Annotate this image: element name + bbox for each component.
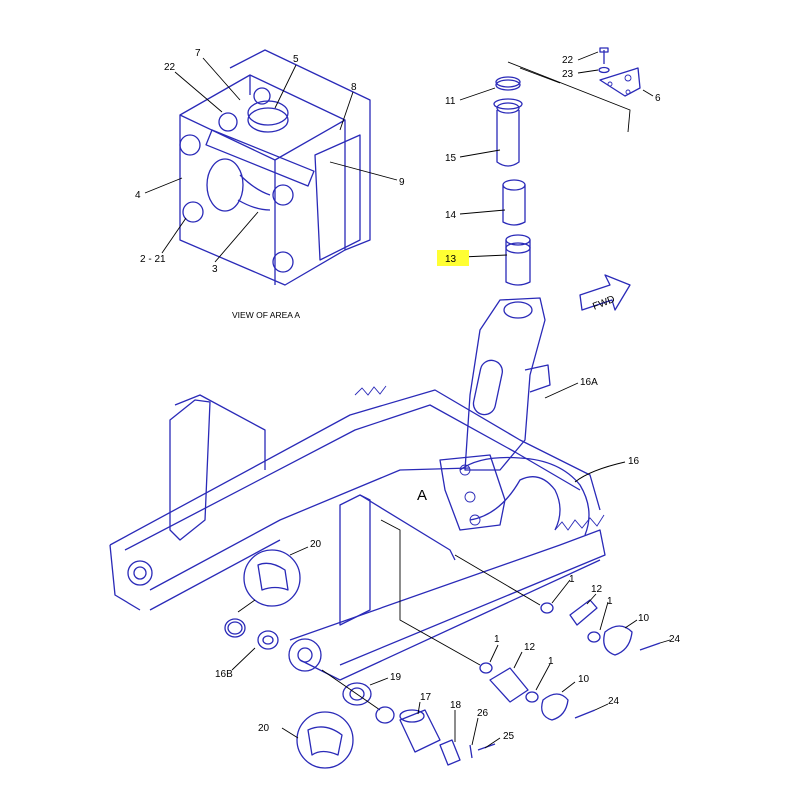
callout-8[interactable]: 8 [351, 82, 357, 93]
callout-22-plate[interactable]: 22 [562, 55, 574, 66]
callout-20-top[interactable]: 20 [310, 539, 322, 550]
view-caption: VIEW OF AREA A [232, 310, 300, 320]
callout-26[interactable]: 26 [477, 708, 489, 719]
callout-25[interactable]: 25 [503, 731, 515, 742]
callout-16a[interactable]: 16A [580, 377, 598, 388]
callout-12-b[interactable]: 12 [524, 642, 536, 653]
callout-4[interactable]: 4 [135, 190, 141, 201]
callout-13-highlight [437, 250, 469, 266]
callout-20-bottom[interactable]: 20 [258, 723, 270, 734]
washer-19 [321, 669, 389, 711]
main-frame [109, 297, 606, 681]
callout-1-c[interactable]: 1 [494, 634, 500, 645]
seal-detail-bottom [281, 706, 395, 769]
callout-10-b[interactable]: 10 [578, 674, 590, 685]
callout-2-21[interactable]: 2 - 21 [140, 254, 166, 265]
callout-1-d[interactable]: 1 [548, 656, 554, 667]
fwd-label: FWD [591, 294, 616, 313]
callout-11[interactable]: 11 [445, 96, 456, 107]
pin-set-lower [479, 644, 609, 721]
area-a-detail [179, 49, 371, 286]
callout-16[interactable]: 16 [628, 456, 640, 467]
callout-labels: 7 22 5 8 9 4 2 - 21 3 VIEW OF AREA A 22 … [135, 48, 681, 742]
callout-24-b[interactable]: 24 [608, 696, 620, 707]
callout-17[interactable]: 17 [420, 692, 432, 703]
callout-1-b[interactable]: 1 [607, 596, 613, 607]
callout-14[interactable]: 14 [445, 210, 457, 221]
callout-15[interactable]: 15 [445, 153, 457, 164]
fwd-arrow-icon: FWD [579, 274, 631, 313]
callout-12-a[interactable]: 12 [591, 584, 603, 595]
area-a-marker: A [417, 487, 427, 504]
ring-16b [224, 618, 279, 671]
callout-1-a[interactable]: 1 [569, 574, 575, 585]
pin-set-upper [540, 579, 671, 656]
callout-19[interactable]: 19 [390, 672, 402, 683]
callout-3[interactable]: 3 [212, 264, 218, 275]
frame-leaders [380, 382, 626, 666]
callout-10-a[interactable]: 10 [638, 613, 650, 624]
plate-assembly [577, 47, 654, 97]
callout-9[interactable]: 9 [399, 177, 405, 188]
area-a-leaders [144, 57, 398, 263]
callout-23[interactable]: 23 [562, 69, 574, 80]
callout-22[interactable]: 22 [164, 62, 176, 73]
callout-6[interactable]: 6 [655, 93, 661, 104]
pin-stack-leaders [459, 61, 631, 258]
callout-5[interactable]: 5 [293, 54, 299, 65]
seal-detail-top [237, 546, 309, 613]
callout-7[interactable]: 7 [195, 48, 201, 59]
pin-stack [493, 76, 531, 286]
callout-13[interactable]: 13 [445, 254, 457, 265]
callout-24-a[interactable]: 24 [669, 634, 681, 645]
callout-18[interactable]: 18 [450, 700, 462, 711]
pin-17-bracket-18 [399, 701, 501, 766]
callout-16b[interactable]: 16B [215, 669, 233, 680]
